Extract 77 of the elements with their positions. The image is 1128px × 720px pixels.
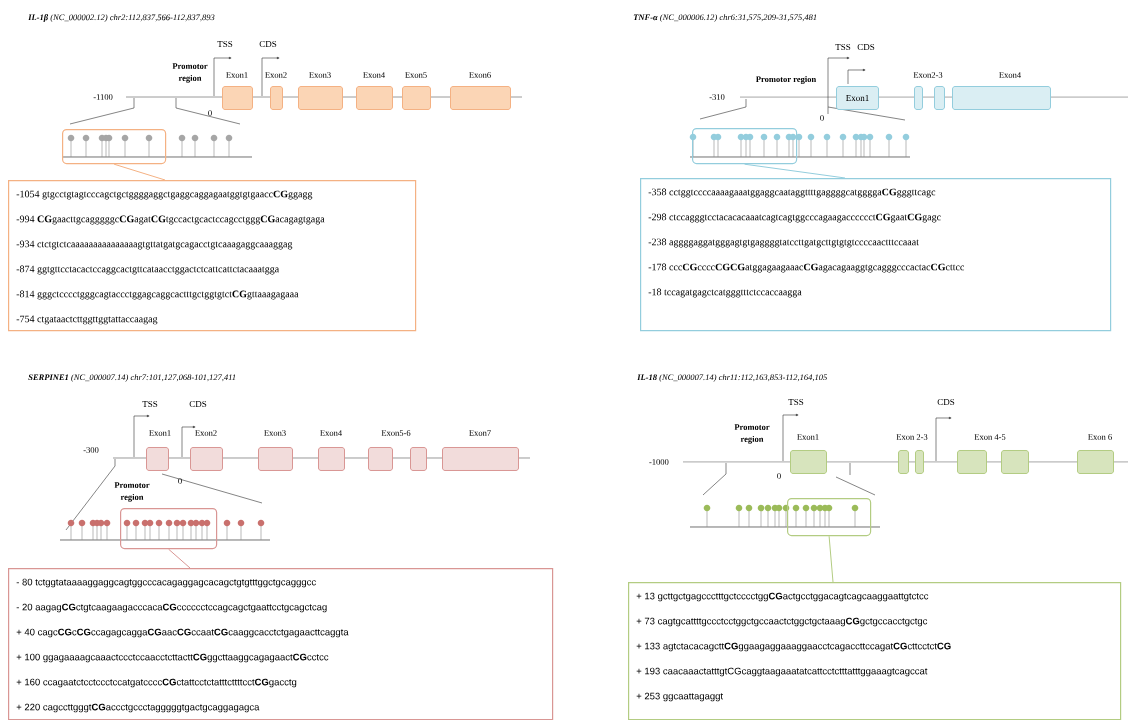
exon-box (410, 447, 427, 471)
position-number: 0 (178, 478, 182, 484)
sequence-box: -1054 gtgcctgtagtcccagctgctggggaggctgaggcaggagaatggtgtgaaccCGggagg -994 CGgaacttgcagggggcCGagatCGtgccactgcactccagcctgggCGacagagtgaga -934 ctctgtctcaaaaaaaaaaaaaaagtgttatgatgcagacctgtcaaagaggcaaaggag -874 ggtgttcctacactccaggcactgttcataacctggactctcattcattctacaaatgga -814 gggctcccctgggcagtaccctggagcaggcactttgctggtgtctCGgttaaagagaaa -754 ctgataactcttggttggtattaccaagag (8, 180, 417, 332)
exon-box: Exon2 (265, 72, 287, 110)
site-label: CDS (259, 41, 277, 48)
highlight-box (120, 508, 218, 550)
node-label: Exon4 (320, 430, 342, 436)
node-label: Exon2 (265, 72, 287, 78)
node-label: Exon 2-3 (896, 434, 928, 440)
exon-box: Exon5-6 (368, 430, 411, 471)
region-label: Promotor region (114, 482, 150, 502)
exon-box (934, 86, 945, 110)
node-label: Exon3 (309, 72, 331, 78)
region-label: Promotor region (755, 76, 817, 84)
gene-title: IL-1β (NC_000002.12) chr2:112,837,566-112,837,893 (28, 14, 215, 22)
exon-box: Exon1 (790, 434, 827, 474)
exon-box: Exon 2-3 (896, 434, 928, 474)
exon-box: Exon2-3 (913, 72, 943, 110)
highlight-box (787, 498, 872, 537)
node-label: Exon1 (226, 72, 248, 78)
exon-box: Exon1 (836, 86, 879, 110)
highlight-box (62, 129, 167, 165)
exon-box: Exon 4-5 (957, 434, 1006, 474)
node-label: Exon 4-5 (974, 434, 1006, 440)
node-label: Exon4 (363, 72, 385, 78)
node-label: Exon4 (999, 72, 1021, 78)
position-number: -1100 (93, 94, 113, 100)
gene-title: SERPINE1 (NC_000007.14) chr7:101,127,068-101,127,411 (28, 374, 236, 382)
site-label: TSS (835, 44, 851, 51)
node-label: Exon1 (797, 434, 819, 440)
exon-box: Exon3 (258, 430, 293, 471)
region-label: Promotor region (172, 63, 208, 83)
node-label: Exon2 (195, 430, 217, 436)
exon-box: Exon1 (146, 430, 171, 471)
position-number: 0 (777, 473, 781, 479)
position-number: -310 (709, 94, 725, 100)
exon-box: Exon 6 (1077, 434, 1114, 474)
position-number: -1000 (649, 459, 669, 465)
site-label: TSS (217, 41, 233, 48)
exon-box (1001, 450, 1029, 474)
node-label: Exon6 (469, 72, 491, 78)
node-label: Exon1 (149, 430, 171, 436)
site-label: CDS (189, 400, 207, 408)
position-number: 0 (820, 115, 824, 121)
gene-title: TNF-α (NC_000006.12) chr6:31,575,209-31,575,481 (633, 14, 817, 22)
position-number: -300 (83, 447, 99, 453)
node-label: Exon5-6 (381, 430, 411, 436)
position-number: 0 (208, 110, 212, 116)
exon-box: Exon2 (190, 430, 223, 471)
site-label: CDS (937, 398, 955, 406)
site-label: TSS (788, 398, 804, 406)
sequence-box: -358 cctggtccccaaaagaaatggaggcaataggttttgaggggcatggggaCGgggttcagc -298 ctccagggtcctacacacaaatcagtcagtggcccagaagacccccctCGgaatCGgagc -238 aggggaggatgggagtgtgaggggtatccttgatgcttgtgtgtccccaactttccaaat -178 cccCGccccCGCGatggagaagaaacCGagacagaaggtgcagggcccactacCGcttcc -18 tccagatgagctcatgggtttctccaccaagga (640, 178, 1112, 332)
site-label: CDS (857, 44, 875, 51)
sequence-box: - 80 tctggtataaaaggaggcagtggcccacagaggagcacagctgtgtttggctgcagggcc - 20 aagagCGctgtcaagaagacccacaCGcccccctccagcagctgaattcctgcagctcag + 40 cagcCGcCGccagagcaggaCGaacCGccaatCGcaaggcacctctgagaacttcaggta + 100 ggagaaaagcaaactccctccaacctcttacttCGggcttaaggcagagaactCGcctcc + 160 ccagaatctcctccctccatgatccccCGctattcctctatttcttttcctCGgacctg + 220 cagccttgggtCGaccctgccctagggggtgactgcaggagagca (8, 568, 554, 720)
site-label: TSS (142, 400, 158, 408)
exon-box: Exon3 (298, 72, 343, 110)
exon-box: Exon6 (450, 72, 511, 110)
gene-title: IL-18 (NC_000007.14) chr11:112,163,853-112,164,105 (637, 374, 827, 382)
exon-box: Exon5 (402, 72, 431, 110)
leader-line (113, 163, 166, 181)
node-label: Exon7 (469, 430, 491, 436)
leader-line (168, 548, 191, 569)
region-label: Promotor region (734, 424, 770, 444)
exon-box (915, 450, 924, 474)
leader-line (828, 535, 834, 583)
node-label: Exon3 (264, 430, 286, 436)
leader-line (744, 163, 846, 179)
highlight-box (692, 128, 798, 165)
exon-box: Exon4 (356, 72, 393, 110)
exon-box: Exon1 (222, 72, 253, 110)
node-label: Exon5 (405, 72, 427, 78)
exon-box: Exon4 (952, 72, 1051, 110)
node-label: Exon 6 (1088, 434, 1112, 440)
exon-box: Exon7 (442, 430, 519, 471)
sequence-box: + 13 gcttgctgagccctttgctcccctggCGactgcctggacagtcagcaaggaattgtctcc + 73 cagtgcattttgccctcctggctgccaactctggctgctaaagCGgctgccacctgctgc + 133 agtctacacagcttCGggaagaggaaaggaacctcagaccttccagatCGcttcctctCG + 193 caacaaactatttgtCGcaggtaagaaatatcattcctctttatttggaaagtcagccat + 253 ggcaattagaggt (628, 582, 1122, 720)
exon-box: Exon4 (318, 430, 345, 471)
node-label: Exon2-3 (913, 72, 943, 78)
